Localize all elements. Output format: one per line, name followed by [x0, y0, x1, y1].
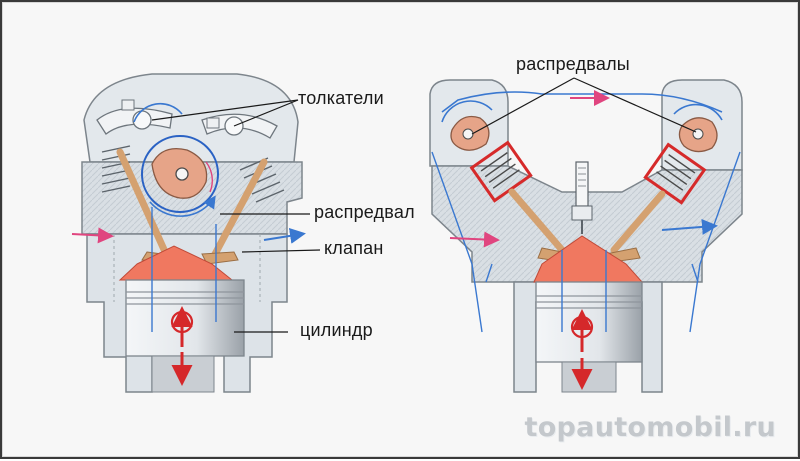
exhaust-arrow-icon [263, 227, 306, 244]
label-camshaft: распредвал [314, 202, 415, 222]
cam-lobe-icon [441, 100, 493, 151]
left-engine-ohv [71, 73, 321, 393]
rocker-arm-right [201, 113, 278, 139]
intake-arrow-icon [449, 231, 500, 248]
valve-spring-icon [469, 140, 707, 205]
label-pushrods: толкатели [298, 88, 384, 108]
piston-motion-icon [570, 309, 594, 390]
right-piston [535, 281, 643, 393]
spark-plug-icon [571, 161, 593, 234]
right-leader-lines [471, 77, 697, 135]
combustion-flame [533, 235, 644, 283]
left-leader-lines [151, 99, 321, 333]
intake-arrow-icon [71, 227, 114, 244]
right-engine-dohc [429, 77, 743, 393]
label-camshafts: распредвалы [516, 54, 630, 74]
label-cylinder: цилиндр [300, 320, 373, 340]
combustion-flame [118, 245, 234, 281]
cam-lobe-icon [673, 103, 723, 153]
cam-lobe-icon [141, 135, 219, 213]
watermark: topautomobil.ru [524, 412, 776, 443]
label-valve: клапан [324, 238, 384, 258]
exhaust-arrow-icon [661, 218, 718, 235]
piston-motion-icon [170, 306, 194, 386]
